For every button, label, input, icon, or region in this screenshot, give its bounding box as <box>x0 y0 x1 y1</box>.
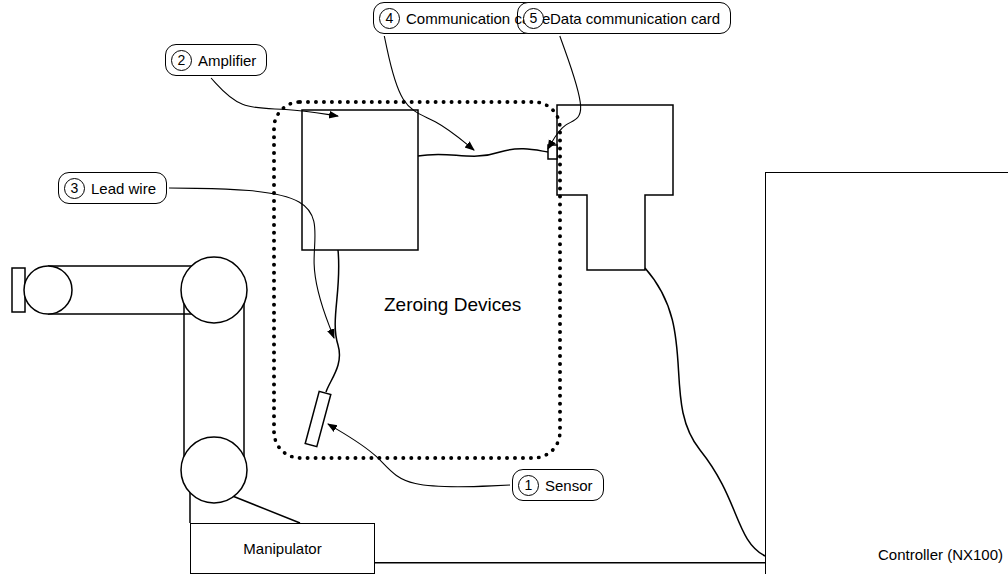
callout-number: 5 <box>523 8 544 29</box>
callout-number: 4 <box>379 8 400 29</box>
part-name: Data communication card <box>550 10 720 27</box>
leader-line <box>548 36 581 149</box>
callout-number: 2 <box>171 50 192 71</box>
unit-label: Controller (NX100) <box>878 546 1003 571</box>
part-name: Sensor <box>545 477 593 494</box>
callout-number: 1 <box>518 475 539 496</box>
sensor <box>305 391 331 446</box>
pendant-cable <box>645 268 765 556</box>
leader-line <box>328 424 510 487</box>
group-label: Zeroing Devices <box>384 294 521 316</box>
callout-number: 3 <box>64 178 85 199</box>
leader-line <box>169 188 334 338</box>
part-name: Amplifier <box>198 52 256 69</box>
callout-label: 1 Sensor <box>512 469 604 501</box>
wrist-joint <box>24 266 72 314</box>
end-effector <box>12 268 25 312</box>
unit-label: Manipulator <box>243 540 321 557</box>
connection-cable <box>375 562 765 564</box>
callout-label: 3 Lead wire <box>58 172 167 204</box>
callout-label: 2 Amplifier <box>165 44 267 76</box>
communication-cable <box>418 149 548 156</box>
leader-line <box>211 78 338 116</box>
part-name: Lead wire <box>91 180 156 197</box>
shoulder-joint <box>181 437 247 503</box>
unit-box: Manipulator <box>190 523 375 574</box>
leader-line <box>384 36 474 150</box>
unit-box: Controller (NX100) <box>765 172 1008 574</box>
amplifier-box <box>302 110 418 250</box>
teach-pendant <box>557 105 673 270</box>
group-region: Zeroing Devices <box>272 100 562 460</box>
callout-label: 5 Data communication card <box>517 2 731 34</box>
elbow-joint <box>181 257 247 323</box>
